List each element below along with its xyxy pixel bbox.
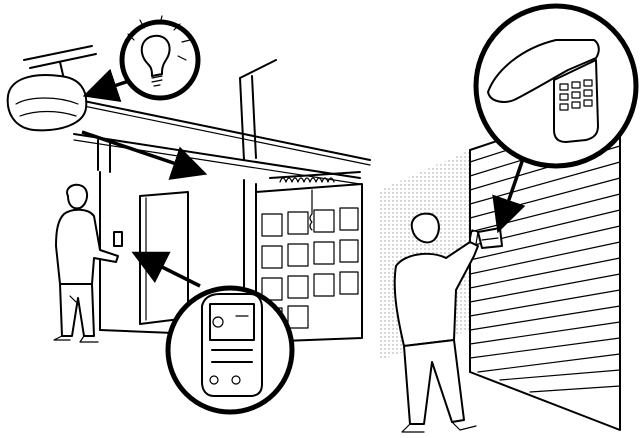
opener-rail (40, 92, 370, 160)
arrow-to-wall-control (144, 258, 200, 286)
opener-motor-unit (8, 46, 96, 130)
wall-control-callout (168, 288, 292, 412)
person-at-wall-control (54, 185, 118, 342)
wall-control-icon (202, 294, 262, 396)
wall-control-button[interactable] (114, 232, 122, 246)
mounted-keypad[interactable] (478, 228, 502, 248)
ceiling-hanger (240, 76, 256, 160)
header-beam (74, 134, 360, 178)
garage-interior-scene (8, 16, 370, 412)
keypad-callout (476, 6, 636, 166)
exterior-keypad-scene (380, 6, 636, 432)
light-bulb-callout (122, 16, 198, 98)
